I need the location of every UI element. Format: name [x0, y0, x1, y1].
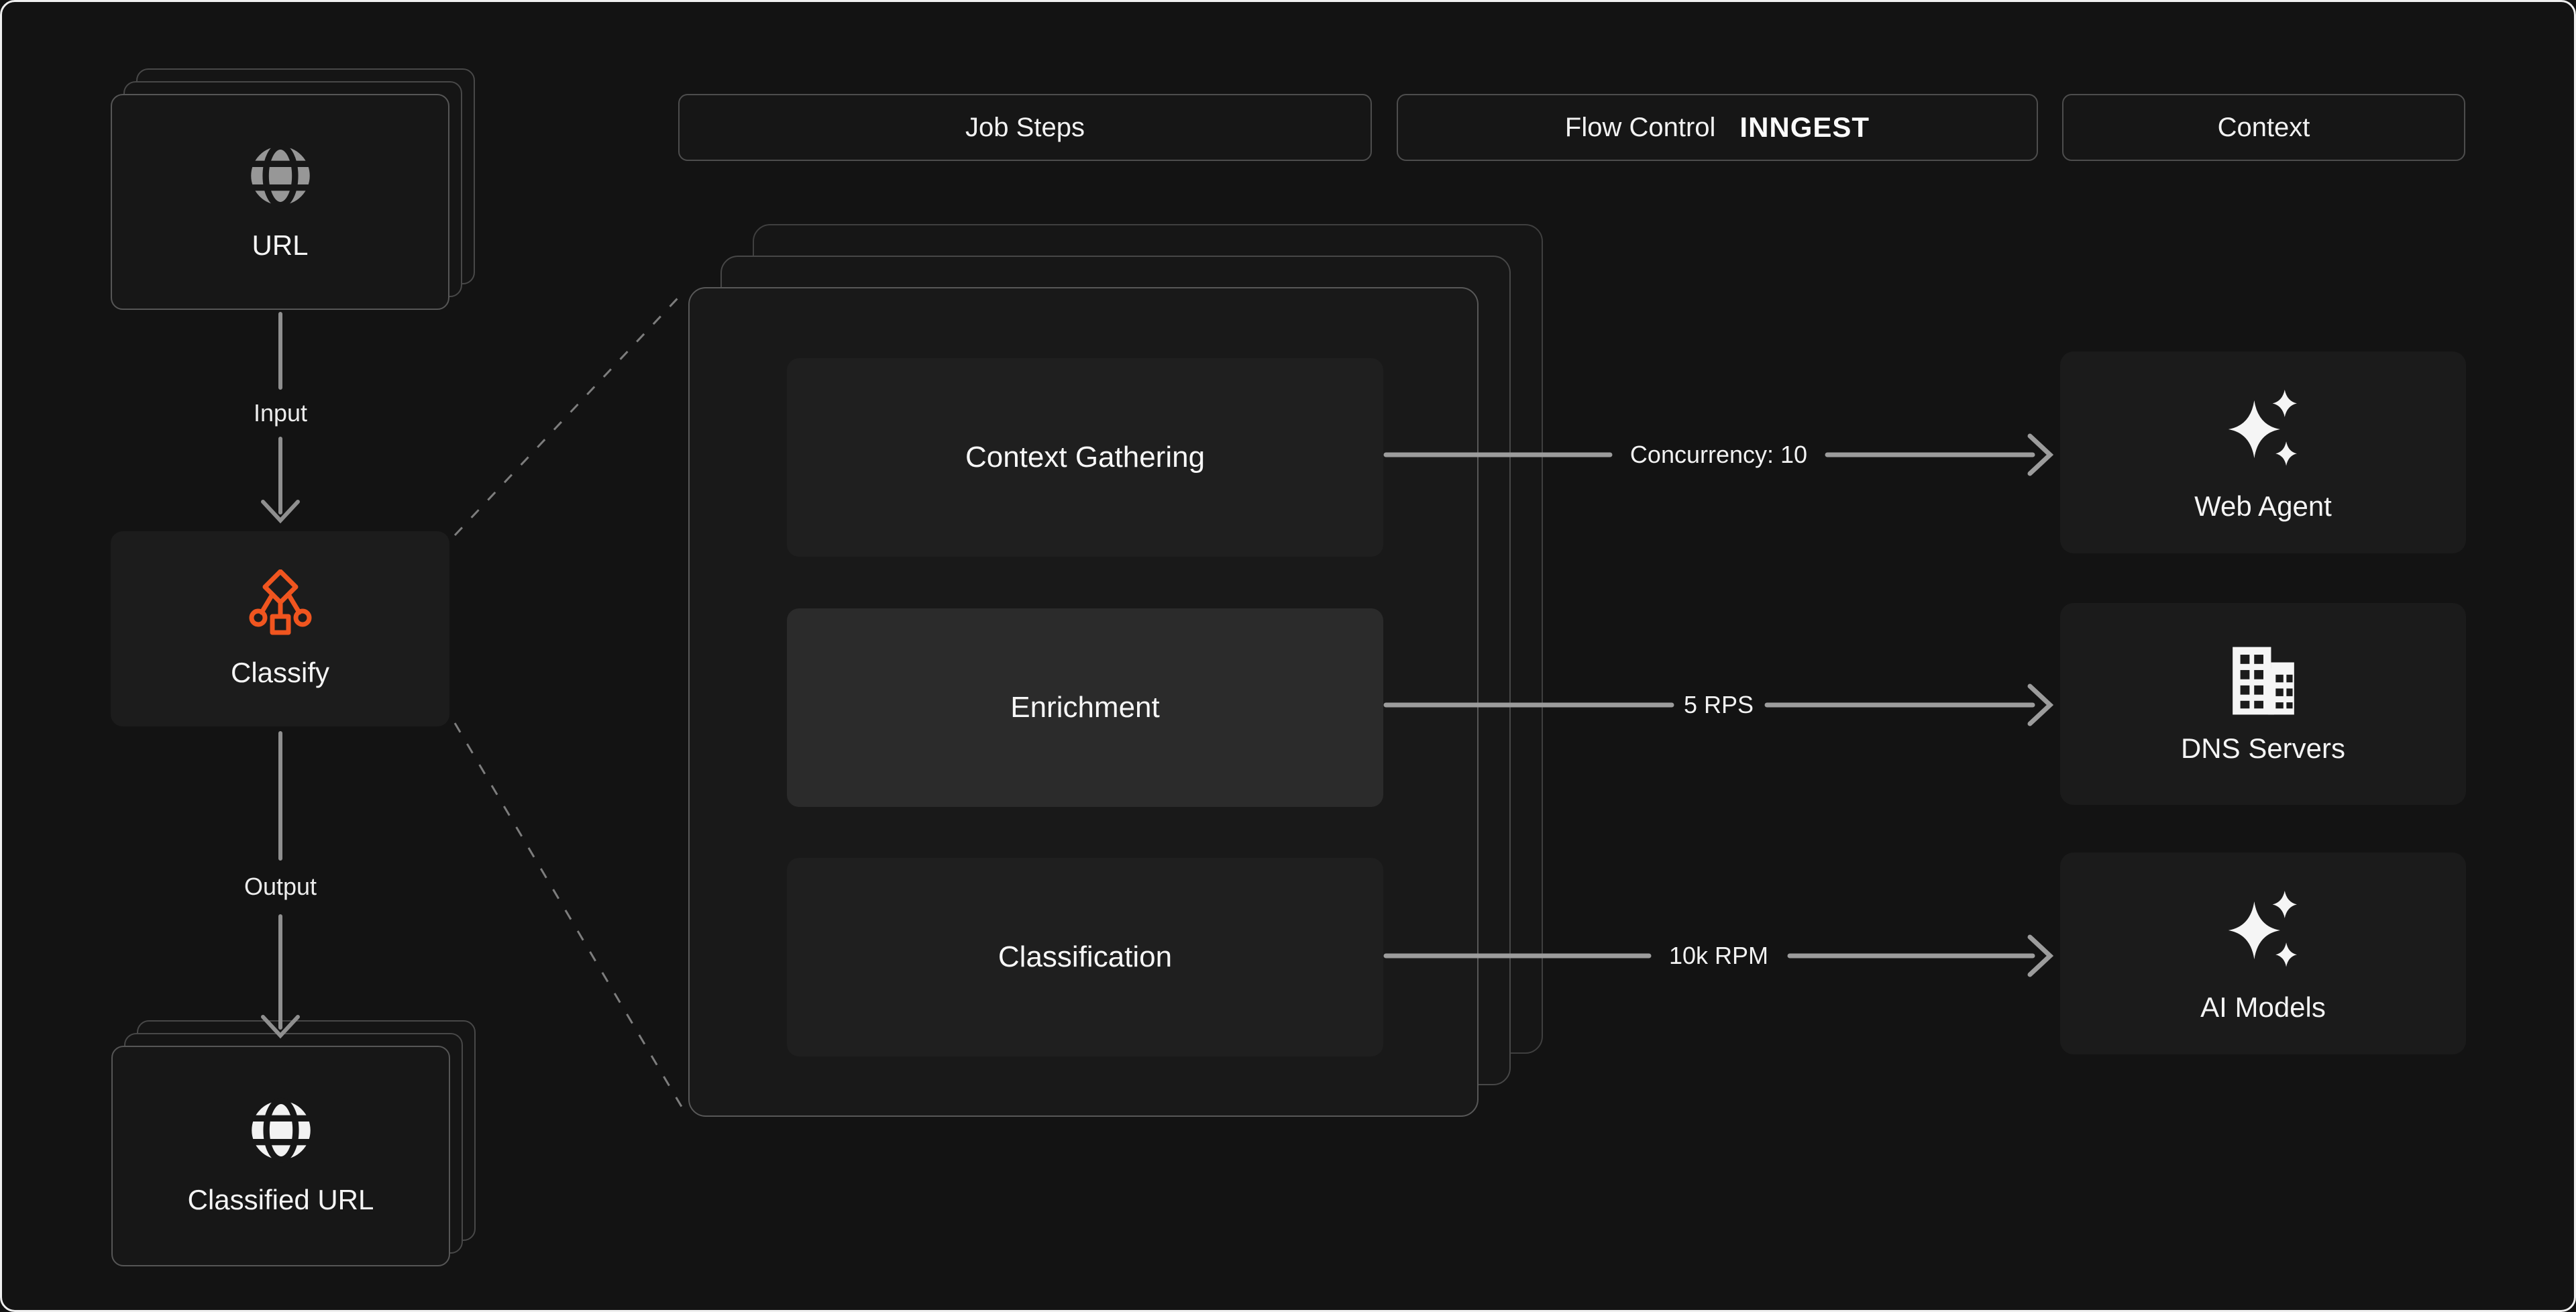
globe-icon: [250, 143, 310, 209]
step-context-gathering: Context Gathering: [787, 358, 1383, 557]
context-card-label: AI Models: [2200, 991, 2326, 1023]
dashed-connector-top: [453, 288, 687, 537]
job-panel: Context Gathering Enrichment Classificat…: [688, 287, 1479, 1117]
header-flow-control-label: Flow Control: [1564, 112, 1716, 142]
sparkles-icon: [2228, 389, 2297, 466]
input-edge-label: Input: [253, 399, 308, 427]
header-flow-control: Flow Control INNGEST: [1397, 94, 2038, 161]
url-node-label: URL: [252, 229, 309, 261]
sparkles-icon: [2228, 890, 2297, 967]
url-node: URL: [111, 94, 449, 310]
flow-control-label-rpm: 10k RPM: [1668, 942, 1769, 969]
header-context-label: Context: [2217, 112, 2310, 142]
classified-url-node: Classified URL: [111, 1046, 450, 1266]
arrowhead-down-icon: [261, 500, 300, 524]
classify-node-label: Classify: [230, 656, 330, 688]
arrowhead-right-icon: [2027, 684, 2054, 726]
office-building-icon: [2232, 647, 2294, 714]
header-job-steps-label: Job Steps: [965, 112, 1085, 142]
workflow-tree-icon: [249, 569, 311, 635]
step-classification: Classification: [787, 858, 1383, 1056]
classify-node: Classify: [111, 531, 449, 726]
flow-control-label-rps: 5 RPS: [1683, 691, 1754, 718]
flow-control-label-concurrency: Concurrency: 10: [1629, 441, 1808, 468]
dashed-connector-bottom: [453, 722, 687, 1114]
arrowhead-right-icon: [2027, 433, 2054, 476]
output-edge-label: Output: [244, 873, 317, 900]
globe-icon: [251, 1097, 311, 1162]
context-card-label: Web Agent: [2194, 490, 2332, 522]
step-label: Classification: [998, 940, 1173, 973]
context-card-ai-models: AI Models: [2060, 853, 2466, 1054]
header-job-steps: Job Steps: [678, 94, 1372, 161]
step-label: Enrichment: [1010, 691, 1160, 724]
step-label: Context Gathering: [965, 441, 1205, 474]
context-card-label: DNS Servers: [2180, 732, 2346, 764]
inngest-logo: INNGEST: [1739, 111, 1870, 143]
arrowhead-right-icon: [2027, 934, 2054, 977]
context-card-web-agent: Web Agent: [2060, 351, 2466, 553]
step-enrichment: Enrichment: [787, 608, 1383, 807]
classified-url-node-label: Classified URL: [187, 1183, 374, 1215]
context-card-dns-servers: DNS Servers: [2060, 603, 2466, 805]
header-context: Context: [2062, 94, 2465, 161]
zoom-callout-dashes: [453, 288, 687, 1114]
